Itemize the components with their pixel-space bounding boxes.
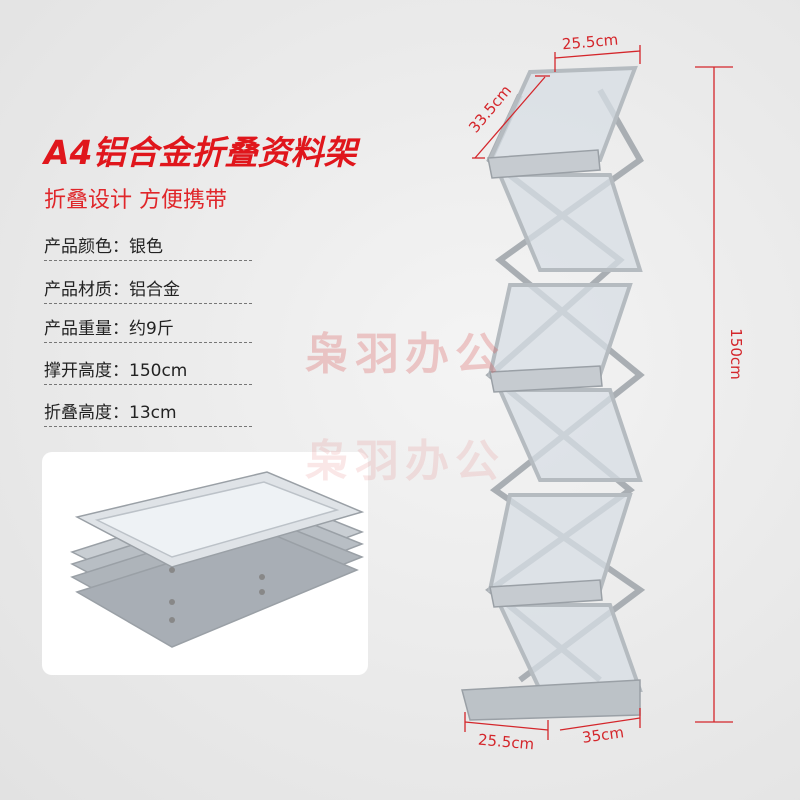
folded-rack-photo	[42, 452, 368, 675]
product-title: A4铝合金折叠资料架	[44, 133, 357, 172]
watermark: 枭羽办公	[305, 329, 505, 380]
spec-folded-height: 折叠高度：13cm	[44, 398, 252, 427]
spec-open-height: 撑开高度：150cm	[44, 356, 252, 385]
dimension-height: 150cm	[726, 328, 745, 380]
product-subtitle: 折叠设计 方便携带	[44, 188, 227, 213]
spec-weight: 产品重量：约9斤	[44, 314, 252, 343]
spec-color: 产品颜色：银色	[44, 232, 252, 261]
spec-material: 产品材质：铝合金	[44, 275, 252, 304]
watermark-faint: 枭羽办公	[305, 436, 505, 487]
